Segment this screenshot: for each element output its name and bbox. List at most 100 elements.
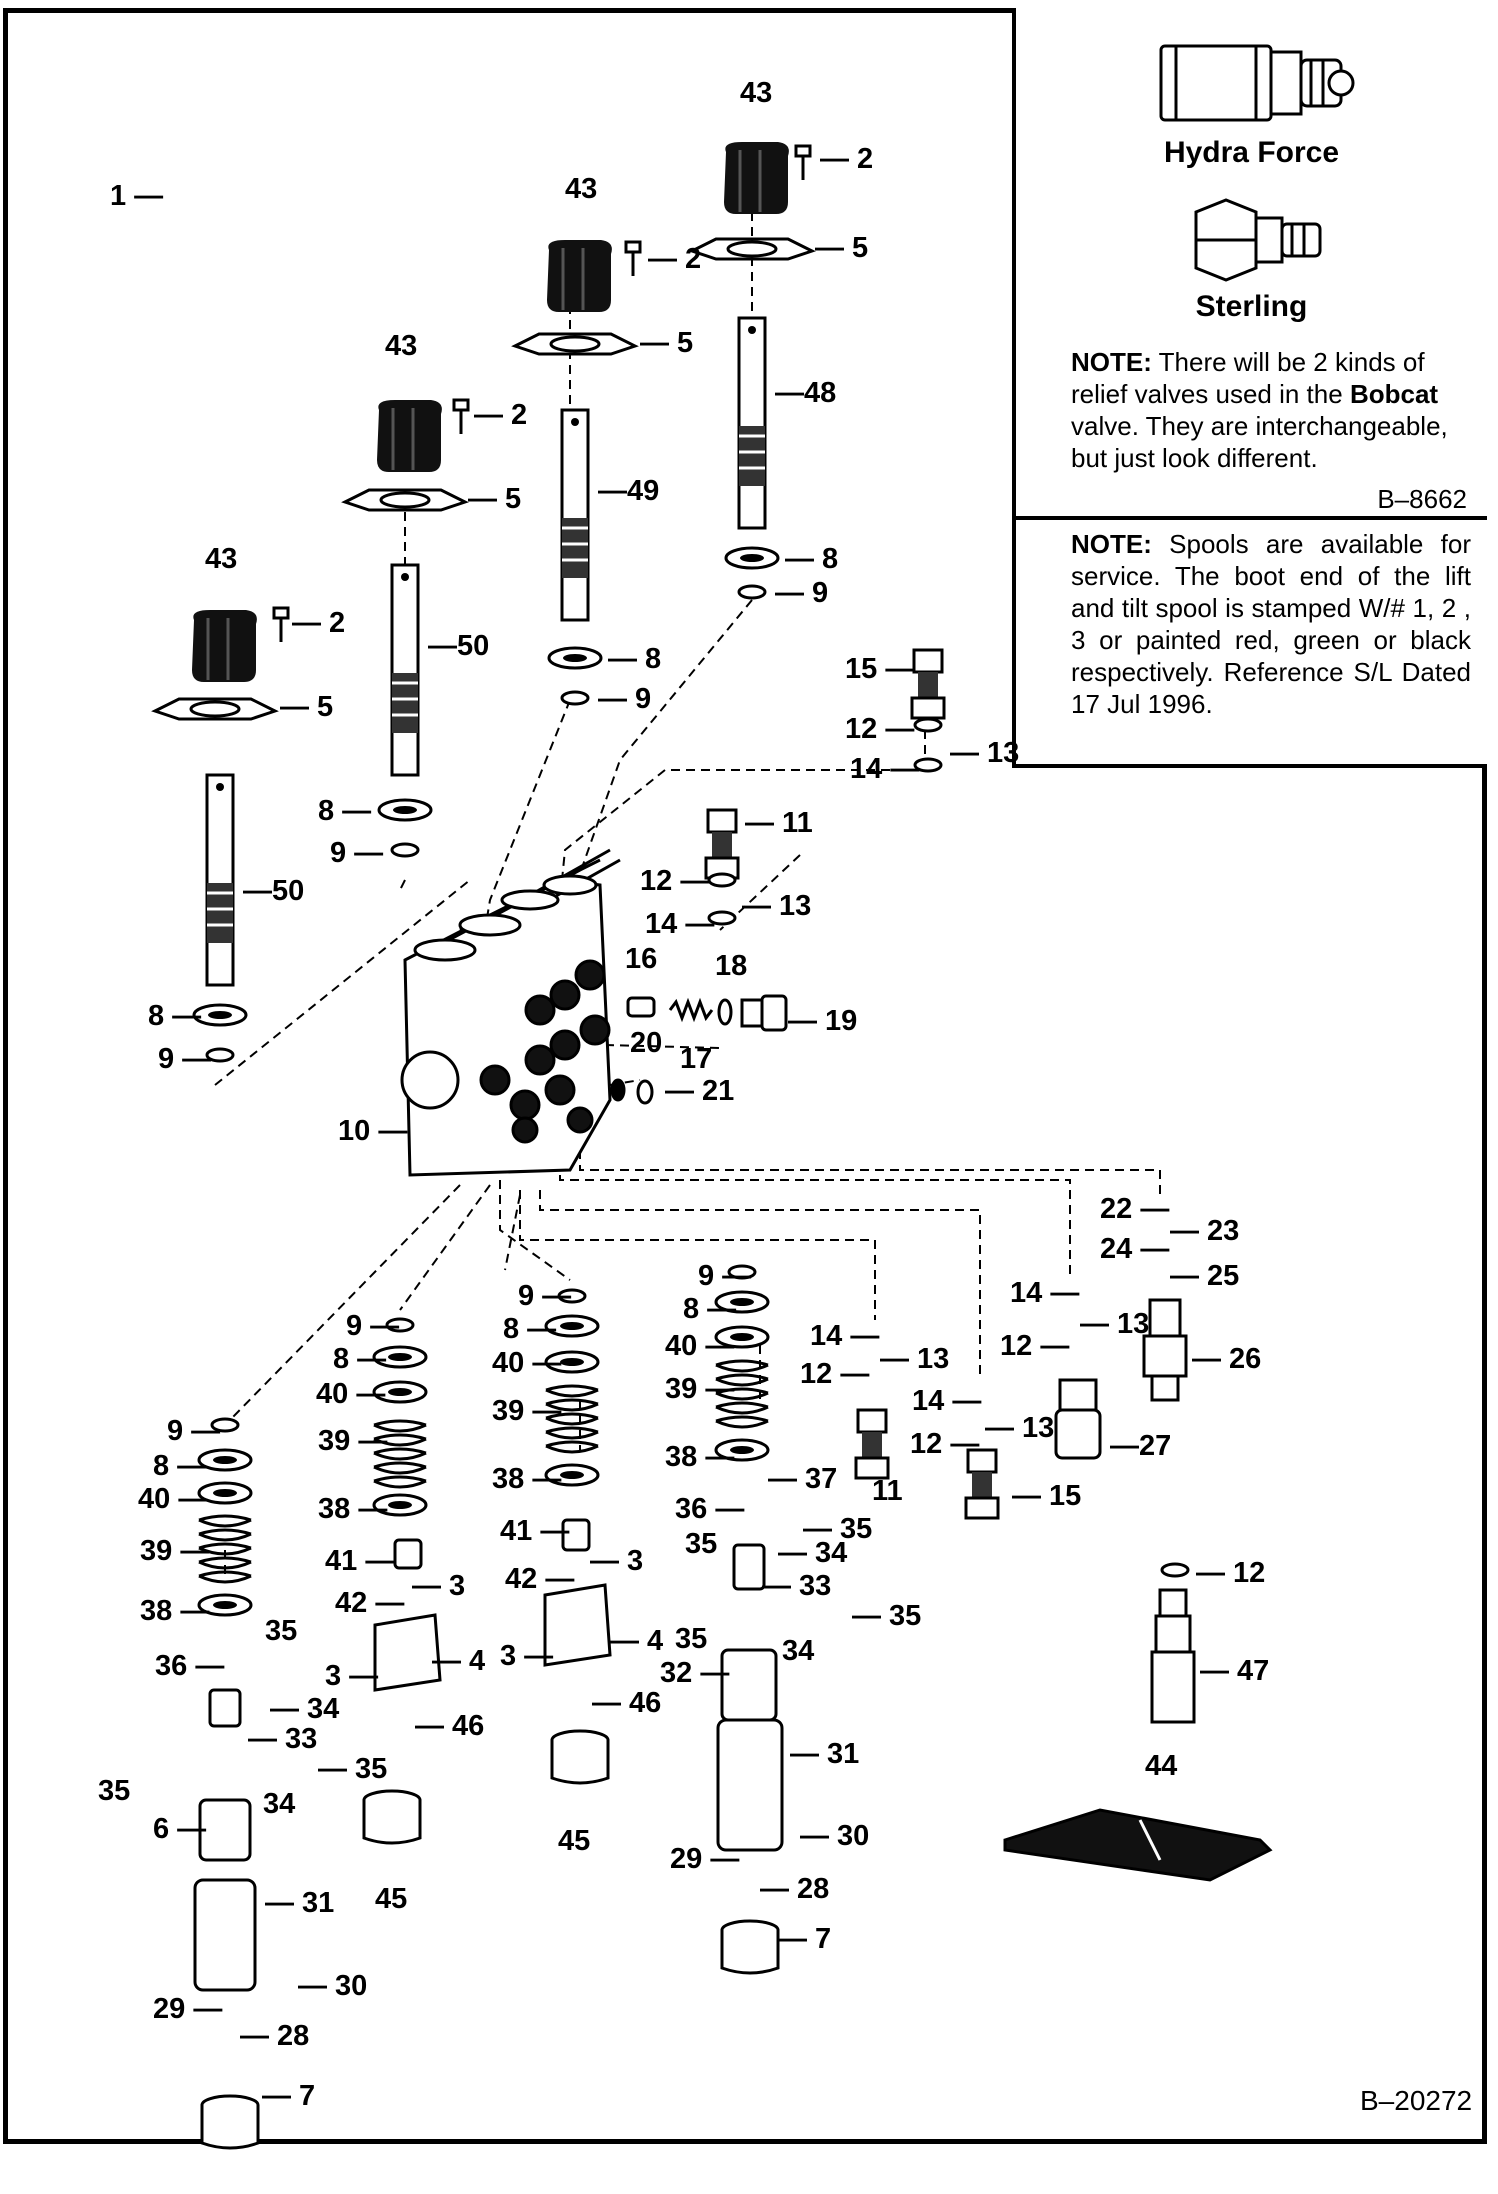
callout-35-e: 35 [265, 1615, 297, 1647]
washer-8-d [192, 1003, 248, 1027]
callout-8-f: 8 — [333, 1343, 386, 1375]
callout-37: — 37 [768, 1463, 837, 1495]
callout-34-c: — 34 [270, 1693, 339, 1725]
callout-33-b: — 33 [762, 1570, 831, 1602]
callout-38-c: 38 — [492, 1463, 561, 1495]
legend-ref-number: B–8662 [1377, 484, 1467, 514]
boot-43-b [545, 238, 614, 314]
callout-35-c: — 35 [852, 1600, 921, 1632]
oring-9-b [560, 690, 590, 706]
callout-23: — 23 [1170, 1215, 1239, 1247]
callout-21: — 21 [665, 1075, 734, 1107]
cap-7-a [200, 2094, 260, 2150]
callout-40-a: 40 — [138, 1483, 207, 1515]
callout-38-d: 38 — [665, 1441, 734, 1473]
callout-3-d: 3 — [500, 1640, 553, 1672]
callout-35-d: 35 [675, 1623, 707, 1655]
callout-42-b: 42 — [505, 1563, 574, 1595]
callout-31-b: — 31 [790, 1738, 859, 1770]
callout-16: 16 [625, 943, 657, 975]
plug-11-bottom [854, 1408, 890, 1480]
callout-14-a: 14 — [850, 753, 919, 785]
callout-38-b: 38 — [318, 1493, 387, 1525]
callout-38-a: 38 — [140, 1595, 209, 1627]
callout-9-c: 9 — [330, 837, 383, 869]
callout-9-g: 9 — [518, 1280, 571, 1312]
cap-7-b [720, 1919, 780, 1975]
callout-8-a: — 8 [785, 543, 838, 575]
callout-30-b: — 30 [800, 1820, 869, 1852]
callout-5-a: — 5 [815, 232, 868, 264]
cap-45-a [362, 1789, 422, 1845]
callout-14-b: 14 — [645, 908, 714, 940]
callout-36-a: 36 — [155, 1650, 224, 1682]
callout-39-a: 39 — [140, 1535, 209, 1567]
callout-9-b: — 9 [598, 683, 651, 715]
callout-28-a: — 28 [240, 2020, 309, 2052]
callout-5-c: — 5 [468, 483, 521, 515]
spool-48 [737, 316, 767, 530]
callout-39-b: 39 — [318, 1425, 387, 1457]
callout-46-b: — 46 [592, 1687, 661, 1719]
callout-35-a: — 35 [803, 1513, 872, 1545]
callout-13-d: — 13 [880, 1343, 949, 1375]
parts-16-21 [610, 994, 788, 1105]
callout-43-b: 43 [565, 173, 597, 205]
callout-35-b: 35 [685, 1528, 717, 1560]
callout-11-a: — 11 [745, 807, 813, 839]
flange-5-b [513, 332, 637, 356]
callout-14-d: 14 — [810, 1320, 879, 1352]
callout-9-e: 9 — [167, 1415, 220, 1447]
callout-13-b: — 13 [742, 890, 811, 922]
callout-25: — 25 [1170, 1260, 1239, 1292]
callout-2-a: — 2 [820, 143, 873, 175]
callout-8-b: — 8 [608, 643, 661, 675]
callout-45-a: 45 [375, 1883, 407, 1915]
note-label: NOTE: [1071, 347, 1152, 377]
spool-note-label: NOTE: [1071, 529, 1152, 559]
note-text-b: valve. They are interchangeable, but jus… [1071, 411, 1448, 473]
hydra-force-valve-icon [1159, 44, 1355, 122]
relief-valve-27 [1054, 1378, 1102, 1460]
callout-45-b: 45 [558, 1825, 590, 1857]
boot-43-d [190, 608, 259, 684]
relief-valve-legend: Hydra Force Sterling NOTE: There will be… [1012, 8, 1487, 520]
drawing-frame [3, 8, 1487, 2144]
callout-18: 18 [715, 950, 747, 982]
sterling-valve-icon [1194, 198, 1322, 282]
relief-valve-15-top [910, 648, 946, 720]
callout-9-f: 9 — [346, 1310, 399, 1342]
callout-2-b: — 2 [648, 243, 701, 275]
washer-8-e [197, 1448, 253, 1472]
callout-8-h: 8 — [683, 1293, 736, 1325]
callout-11-b: 11 [872, 1475, 903, 1507]
oring-9-c [390, 842, 420, 858]
relief-valve-note: NOTE: There will be 2 kinds of relief va… [1071, 346, 1481, 474]
sterling-caption: Sterling [1195, 290, 1308, 323]
washer-8-b [547, 646, 603, 670]
oring-12-b [707, 872, 737, 888]
callout-12-e: 12 — [910, 1428, 979, 1460]
hydra-force-caption: Hydra Force [1163, 136, 1340, 169]
callout-7-b: — 7 [778, 1923, 831, 1955]
callout-31-a: — 31 [265, 1887, 334, 1919]
flange-5-d [153, 697, 277, 721]
callout-27: —27 [1110, 1430, 1171, 1462]
callout-40-d: 40 — [665, 1330, 734, 1362]
note-text-a: There will be 2 kinds of relief valves u… [1071, 347, 1425, 409]
callout-35-g: 35 [98, 1775, 130, 1807]
callout-15-a: 15 — [845, 653, 914, 685]
callout-50-a: —50 [428, 630, 489, 662]
callout-13-a: — 13 [950, 737, 1019, 769]
callout-13-e: — 13 [985, 1412, 1054, 1444]
callout-43-d: 43 [205, 543, 237, 575]
callout-8-e: 8 — [153, 1450, 206, 1482]
callout-41-a: 41 — [325, 1545, 394, 1577]
callout-8-c: 8 — [318, 795, 371, 827]
callout-24: 24 — [1100, 1233, 1169, 1265]
callout-5-d: — 5 [280, 691, 333, 723]
callout-12-b: 12 — [640, 865, 709, 897]
callout-6: 6 — [153, 1813, 206, 1845]
callout-19: — 19 [788, 1005, 857, 1037]
